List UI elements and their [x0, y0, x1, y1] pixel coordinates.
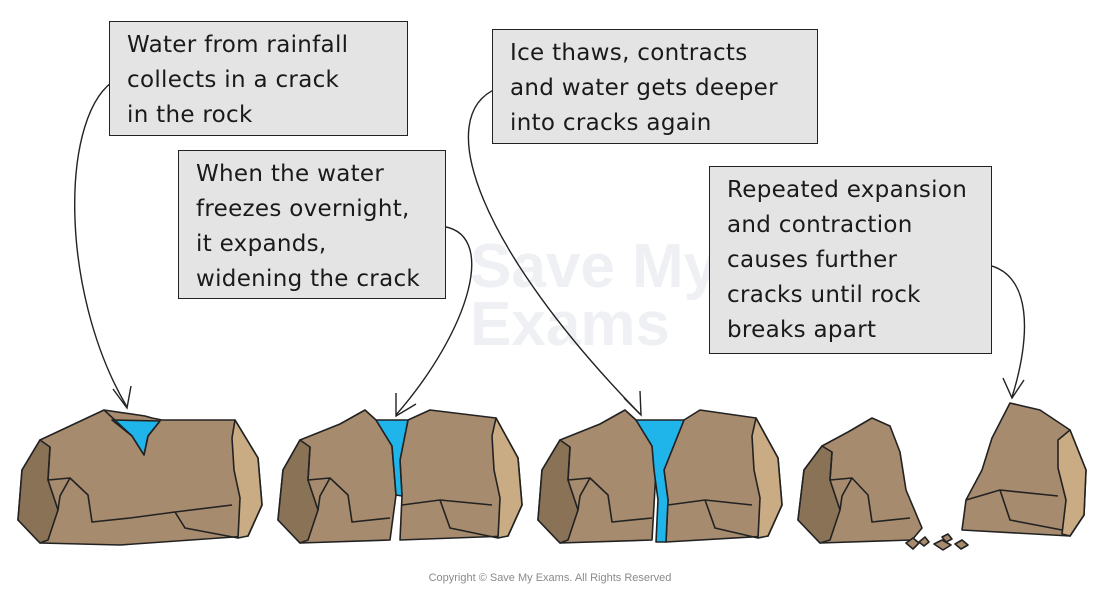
rock-3-water [635, 419, 685, 543]
rock-1 [17, 409, 263, 546]
label-line: collects in a crack [127, 67, 340, 93]
label-rainfall-collects: Water from rainfall collects in a crack … [109, 21, 408, 136]
rock-4-crack [829, 451, 1063, 531]
rock-3 [537, 409, 783, 544]
label-repeated-expansion: Repeated expansion and contraction cause… [709, 166, 992, 354]
label-line: freezes overnight, [196, 196, 410, 222]
rock-3-crack [567, 446, 759, 539]
arrow-step-2 [395, 225, 473, 416]
watermark: Save My Exams [470, 232, 719, 359]
label-line: it expands, [196, 231, 327, 257]
rock-4-light-face [1057, 429, 1087, 537]
label-line: and water gets deeper [510, 75, 778, 101]
rock-2-crack [307, 446, 499, 539]
rock-2-water [375, 419, 409, 497]
label-line: in the rock [127, 102, 253, 128]
rock-2 [277, 409, 523, 544]
arrow-head-step-2 [395, 393, 417, 418]
arrow-step-4 [981, 263, 1026, 398]
label-line: and contraction [727, 212, 913, 238]
watermark-line-1: Save My [470, 232, 719, 301]
label-line: Repeated expansion [727, 177, 968, 203]
label-ice-thaws: Ice thaws, contracts and water gets deep… [492, 29, 818, 144]
rock-1-crack [47, 409, 239, 539]
label-line: Ice thaws, contracts [510, 40, 748, 66]
rock-4 [797, 402, 1087, 551]
arrow-head-step-4 [1002, 377, 1025, 400]
copyright-notice: Copyright © Save My Exams. All Rights Re… [428, 572, 672, 584]
label-line: Water from rainfall [127, 32, 349, 58]
rock-4-debris-3 [933, 539, 952, 551]
label-line: causes further [727, 247, 898, 273]
rock-4-debris-2 [918, 536, 930, 547]
label-line: breaks apart [727, 317, 877, 343]
label-line: into cracks again [510, 110, 712, 136]
arrow-step-3 [467, 87, 641, 415]
arrow-head-step-3 [623, 390, 642, 417]
rock-4-debris-5 [954, 539, 969, 550]
arrow-step-1 [74, 78, 128, 408]
arrow-head-step-1 [112, 385, 132, 410]
label-line: cracks until rock [727, 282, 921, 308]
label-water-freezes: When the water freezes overnight, it exp… [178, 150, 446, 299]
rock-4-debris-4 [941, 533, 953, 543]
watermark-line-2: Exams [470, 290, 670, 359]
label-line: widening the crack [196, 266, 421, 292]
label-line: When the water [196, 161, 385, 187]
